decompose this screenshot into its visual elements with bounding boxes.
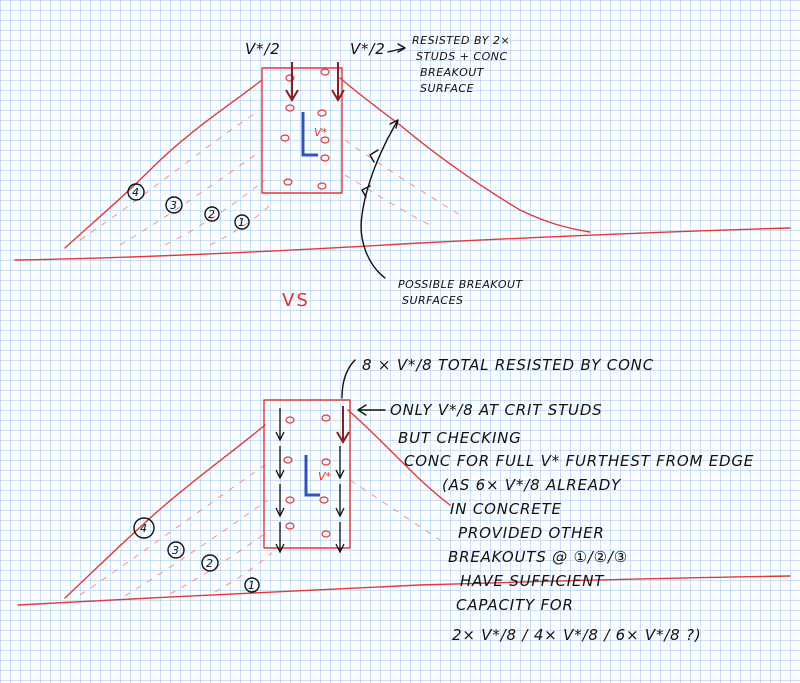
top-surface-numbers: 4 3 2 1: [127, 183, 250, 230]
bottom-note-1: ONLY V*/8 AT CRIT STUDS: [390, 401, 603, 419]
bottom-note-6: PROVIDED OTHER: [458, 524, 605, 542]
top-note-resisted-4: SURFACE: [420, 82, 474, 95]
top-surface-circle-4: [127, 183, 145, 201]
stud: [321, 414, 331, 422]
stud: [285, 496, 295, 504]
stud: [317, 182, 327, 190]
top-load-center: V*: [314, 126, 328, 139]
bottom-note-3: CONC FOR FULL V* FURTHEST FROM EDGE: [404, 452, 754, 470]
bottom-surface-circle-2: [201, 554, 219, 572]
stud: [321, 458, 331, 466]
top-breakout-cone: [64, 77, 591, 249]
bottom-shear-vector: [304, 455, 320, 497]
bottom-arrow: [275, 446, 285, 480]
top-note-resisted-1: RESISTED BY 2×: [412, 34, 510, 47]
stud: [283, 456, 293, 464]
bottom-diagram: V* 8 × V*/8 TOTAL RESISTED BY CONC ONLY …: [17, 356, 791, 644]
bottom-stud-arrows: [275, 408, 345, 554]
bottom-breakout-surface-2: [169, 529, 271, 595]
bottom-arrow: [275, 484, 285, 518]
stud: [283, 178, 293, 186]
top-surface-circle-1: [234, 214, 250, 230]
bottom-surface-number-4: 4: [140, 522, 147, 535]
top-surface-number-3: 3: [170, 199, 177, 212]
bottom-load-center: V*: [318, 470, 332, 483]
stud: [285, 74, 295, 82]
bottom-surface-numbers: 4 3 2 1: [133, 517, 260, 593]
top-surface-circle-3: [165, 196, 183, 214]
top-breakout-surface-right: [344, 139, 461, 216]
bottom-note-arrow: [357, 404, 386, 416]
top-load-right: V*/2: [350, 40, 386, 58]
bottom-surface-circle-1: [244, 577, 260, 593]
top-baseplate: [261, 67, 343, 194]
stud: [320, 68, 330, 76]
top-breakout-surface-1: [209, 204, 271, 246]
stud: [320, 136, 330, 144]
top-possible-leader: [360, 119, 399, 279]
bottom-note-5: IN CONCRETE: [450, 500, 562, 518]
bottom-arrow: [275, 522, 285, 554]
top-arrow-right: [331, 62, 345, 102]
top-note-possible-2: SURFACES: [402, 294, 464, 307]
stud: [285, 522, 295, 530]
bottom-surface-circle-3: [167, 541, 185, 559]
bottom-surface-circle-4: [133, 517, 155, 539]
bottom-baseplate: [263, 399, 351, 549]
bottom-note-4: (AS 6× V*/8 ALREADY: [442, 476, 622, 494]
stud: [319, 496, 329, 504]
bottom-breakout-surface-right: [349, 479, 441, 541]
bottom-surface-number-1: 1: [248, 579, 255, 592]
bottom-arrow: [335, 522, 345, 554]
bottom-studs: [283, 414, 331, 538]
bottom-arrow-crit: [336, 406, 350, 444]
stud: [280, 134, 290, 142]
top-note-possible-1: POSSIBLE BREAKOUT: [398, 278, 524, 291]
top-note-arrow: [387, 43, 406, 53]
bottom-note-2: BUT CHECKING: [398, 429, 522, 447]
bottom-note-7: BREAKOUTS @ ①/②/③: [448, 548, 628, 566]
top-breakout-surface-4: [79, 109, 261, 241]
top-note-resisted-3: BREAKOUT: [420, 66, 485, 79]
top-arrow-left: [285, 62, 299, 102]
top-diagram: V* V*/2 V*/2 RESISTED BY 2× STUDS + CONC…: [14, 34, 791, 307]
top-breakout-surface-right-2: [344, 174, 431, 226]
bottom-header-bracket: [341, 359, 356, 399]
top-breakout-surface-2: [164, 179, 266, 246]
bottom-arrow: [335, 484, 345, 518]
stud: [285, 416, 295, 424]
bottom-note-8: HAVE SUFFICIENT: [460, 572, 605, 590]
top-surface-number-2: 2: [208, 208, 215, 221]
stud: [285, 104, 295, 112]
top-studs: [280, 68, 330, 190]
stud: [320, 154, 330, 162]
bottom-breakout-surface-1: [214, 552, 273, 593]
top-ground-line: [14, 227, 791, 261]
top-surface-circle-2: [204, 206, 220, 222]
stud: [321, 530, 331, 538]
bottom-arrow: [275, 408, 285, 442]
bottom-surface-number-2: 2: [206, 557, 213, 570]
bottom-note-9: CAPACITY FOR: [456, 596, 574, 614]
bottom-header-note: 8 × V*/8 TOTAL RESISTED BY CONC: [362, 356, 654, 374]
bottom-ground-line: [17, 575, 791, 606]
bottom-surface-number-3: 3: [172, 544, 179, 557]
top-note-resisted-2: STUDS + CONC: [416, 50, 508, 63]
top-load-left: V*/2: [245, 40, 281, 58]
top-shear-vector: [301, 112, 318, 157]
bottom-breakout-cone: [64, 409, 451, 599]
bottom-note-10: 2× V*/8 / 4× V*/8 / 6× V*/8 ?): [452, 626, 701, 644]
top-surface-number-1: 1: [238, 216, 245, 229]
vs-label: VS: [282, 290, 310, 311]
top-surface-number-4: 4: [132, 186, 139, 199]
bottom-arrow: [335, 446, 345, 480]
stud: [317, 109, 327, 117]
bottom-breakout-surface-4: [79, 464, 266, 596]
